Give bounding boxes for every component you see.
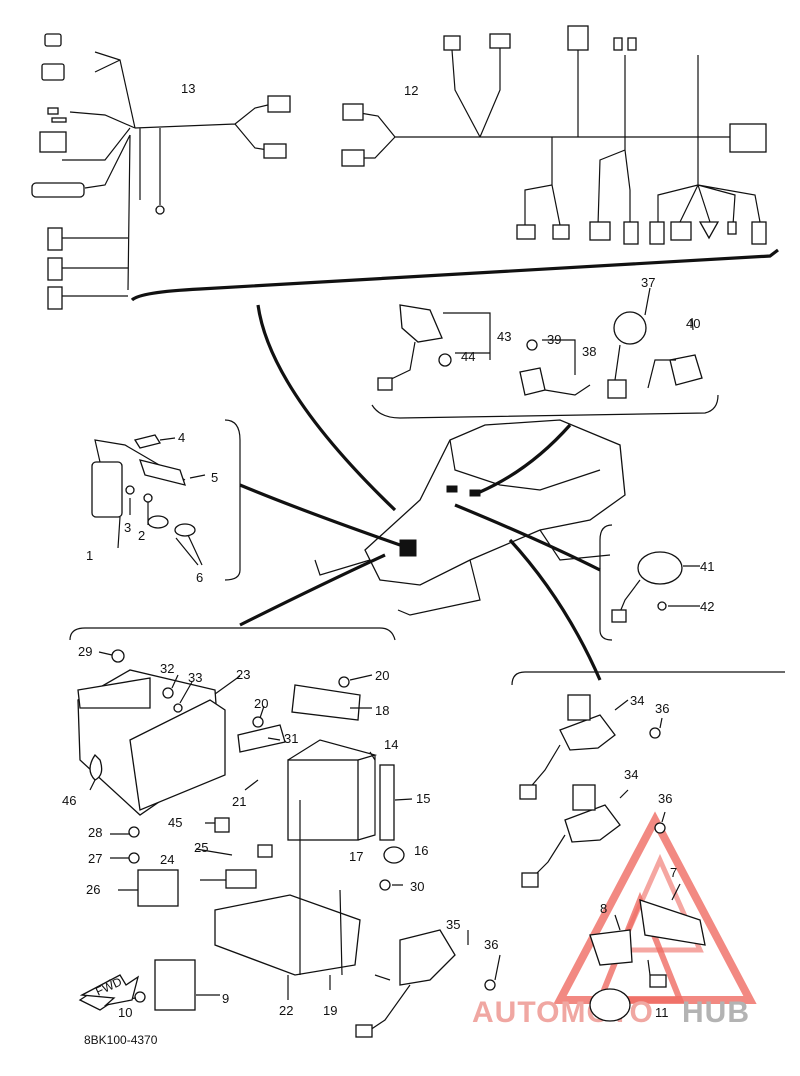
snowmobile-illustration (314, 419, 626, 616)
callout-4: 4 (178, 430, 185, 445)
callout-20b: 20 (254, 696, 268, 711)
callout-15: 15 (416, 791, 430, 806)
callout-34b: 34 (624, 767, 638, 782)
callout-20a: 20 (375, 668, 389, 683)
callout-44: 44 (461, 349, 475, 364)
callout-25: 25 (194, 840, 208, 855)
callout-21: 21 (232, 794, 246, 809)
ignition-coil-panel (91, 419, 241, 581)
callout-37: 37 (641, 275, 655, 290)
callout-27: 27 (88, 851, 102, 866)
callout-6: 6 (196, 570, 203, 585)
callout-3: 3 (124, 520, 131, 535)
callout-28: 28 (88, 825, 102, 840)
callout-40: 40 (686, 316, 700, 331)
callout-17: 17 (349, 849, 363, 864)
callout-31: 31 (284, 731, 298, 746)
electrical-box-assembly (69, 627, 706, 1038)
callout-35: 35 (446, 917, 460, 932)
part-code: 8BK100-4370 (84, 1033, 158, 1047)
callout-45: 45 (168, 815, 182, 830)
callout-12: 12 (404, 83, 418, 98)
callout-11: 11 (655, 1005, 669, 1020)
callout-43: 43 (497, 329, 511, 344)
leader-lines (239, 304, 602, 681)
callout-23: 23 (236, 667, 250, 682)
callout-19: 19 (323, 1003, 337, 1018)
callout-29: 29 (78, 644, 92, 659)
callout-2: 2 (138, 528, 145, 543)
relay-panel (511, 671, 785, 888)
callout-42: 42 (700, 599, 714, 614)
callout-18: 18 (375, 703, 389, 718)
callout-10: 10 (118, 1005, 132, 1020)
callout-16: 16 (414, 843, 428, 858)
switch-lamp-panel (371, 287, 719, 419)
callout-36a: 36 (655, 701, 669, 716)
callout-22: 22 (279, 1003, 293, 1018)
callout-39: 39 (547, 332, 561, 347)
callout-labels: 1 2 3 4 5 6 7 8 9 10 11 12 13 14 15 16 1… (62, 81, 714, 1020)
callout-33: 33 (188, 670, 202, 685)
callout-8: 8 (600, 901, 607, 916)
callout-46: 46 (62, 793, 76, 808)
callout-1: 1 (86, 548, 93, 563)
motor-panel (599, 524, 700, 641)
callout-36c: 36 (484, 937, 498, 952)
callout-26: 26 (86, 882, 100, 897)
callout-32: 32 (160, 661, 174, 676)
callout-24: 24 (160, 852, 174, 867)
callout-14: 14 (384, 737, 398, 752)
callout-36b: 36 (658, 791, 672, 806)
callout-9: 9 (222, 991, 229, 1006)
callout-41: 41 (700, 559, 714, 574)
harness-panel (31, 25, 779, 310)
callout-5: 5 (211, 470, 218, 485)
callout-13: 13 (181, 81, 195, 96)
watermark-text-part2: HUB (682, 996, 750, 1029)
callout-7: 7 (670, 865, 677, 880)
callout-34a: 34 (630, 693, 644, 708)
callout-30: 30 (410, 879, 424, 894)
callout-38: 38 (582, 344, 596, 359)
